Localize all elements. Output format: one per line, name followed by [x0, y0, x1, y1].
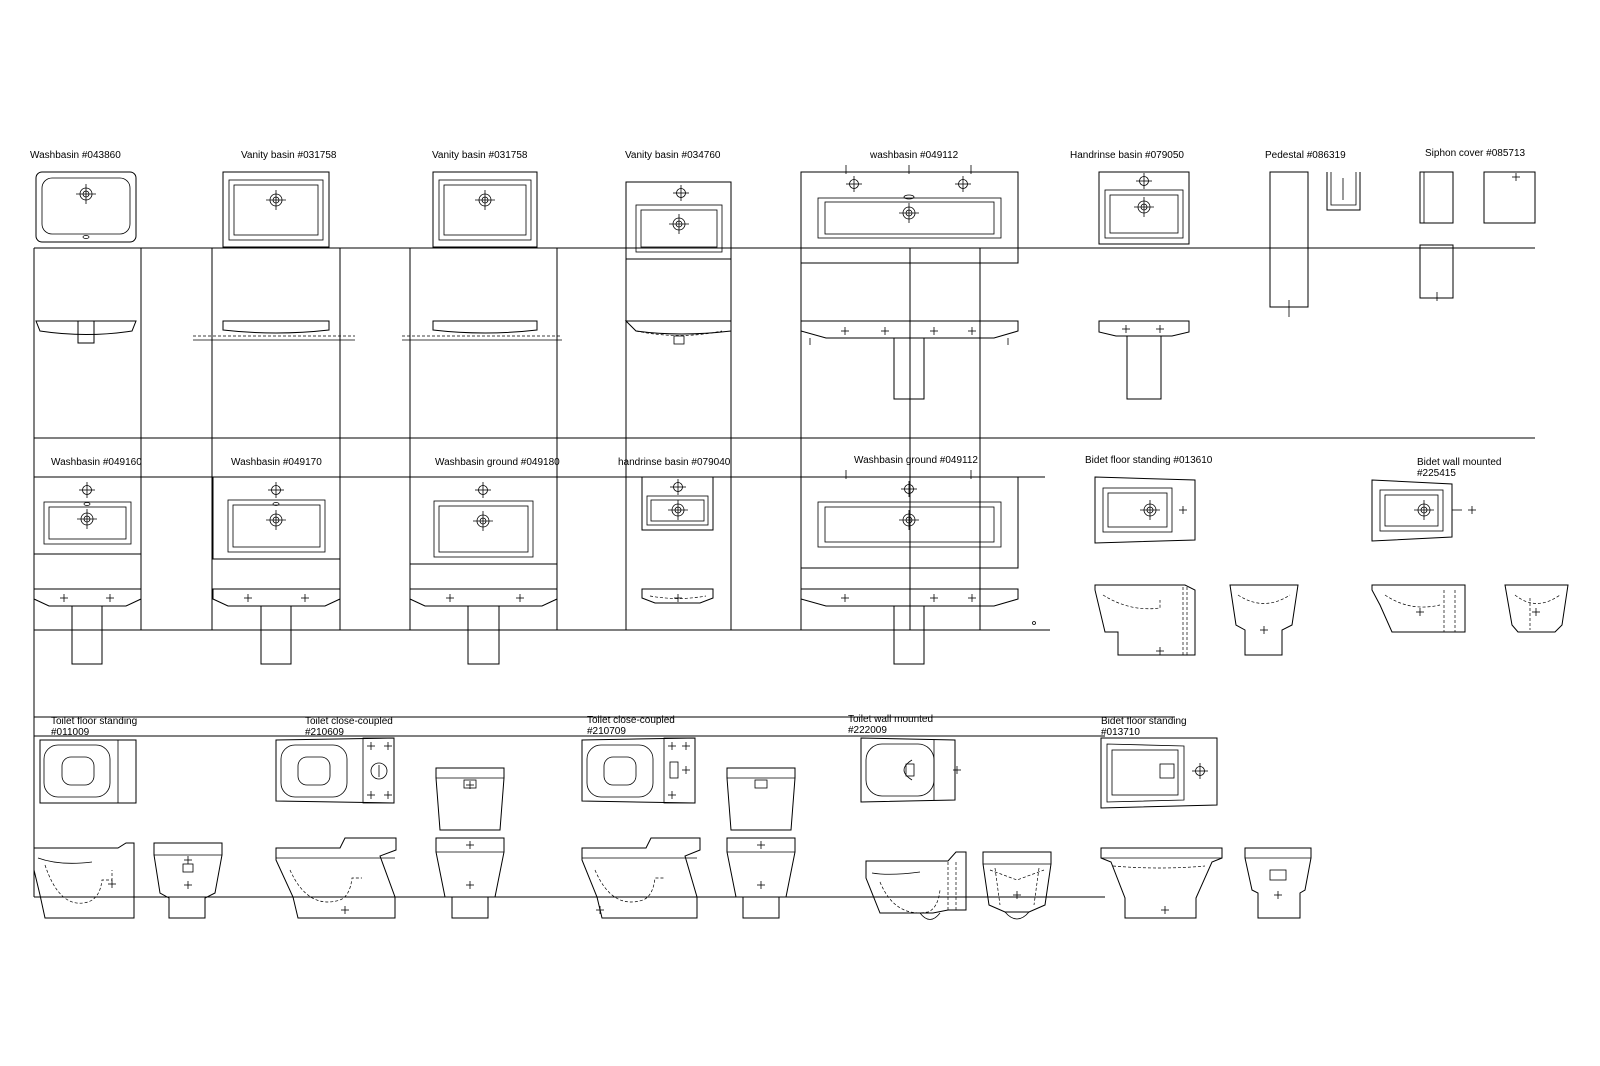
label-toilet-floor-standing-number: #011009	[51, 727, 90, 738]
siphon-cover-085713-views	[1419, 171, 1536, 301]
washbasin-043860-elevation	[35, 320, 137, 344]
label-washbasin-ground-049180: Washbasin ground #049180	[435, 457, 560, 468]
washbasin-049112-elevation	[800, 320, 1019, 400]
label-toilet-close-coupled-a-number: #210609	[305, 727, 344, 738]
grid-lines	[33, 247, 1535, 898]
washbasin-049170-elevation	[212, 588, 341, 665]
label-washbasin-049170: Washbasin #049170	[231, 457, 322, 468]
toilet-close-coupled-210709-front	[726, 767, 796, 919]
handrinse-basin-079050-plan	[1098, 171, 1190, 245]
pedestal-086319-views	[1269, 171, 1361, 317]
label-siphon-cover-085713: Siphon cover #085713	[1425, 148, 1526, 159]
washbasin-ground-049180-elevation	[409, 588, 558, 665]
washbasin-049160-elevation	[33, 588, 142, 665]
washbasin-049112-plan	[800, 165, 1019, 264]
toilet-floor-standing-011009-side	[33, 842, 135, 919]
bidet-wall-mounted-225415-plan	[1371, 479, 1477, 542]
label-handrinse-basin-079050: Handrinse basin #079050	[1070, 150, 1184, 161]
toilet-floor-standing-011009-front	[153, 842, 223, 919]
label-bidet-wall-mounted: Bidet wall mounted	[1417, 457, 1502, 468]
label-vanity-basin-031758-b: Vanity basin #031758	[432, 150, 528, 161]
label-vanity-basin-031758-a: Vanity basin #031758	[241, 150, 337, 161]
vanity-basin-034760-elevation	[624, 320, 732, 345]
bidet-wall-mounted-225415-elevations	[1371, 584, 1569, 633]
bidet-floor-standing-013710-plan	[1100, 737, 1218, 809]
washbasin-049170-plan	[212, 476, 341, 560]
label-toilet-floor-standing: Toilet floor standing	[51, 716, 137, 727]
handrinse-basin-079040-elevation	[641, 588, 714, 604]
toilet-wall-mounted-222009-front	[982, 851, 1052, 920]
bidet-floor-standing-013710-elevations	[1100, 847, 1312, 919]
label-toilet-close-coupled-b: Toilet close-coupled	[587, 715, 675, 726]
bidet-floor-standing-013610-plan	[1094, 476, 1196, 544]
handrinse-basin-079050-elevation	[1098, 320, 1190, 400]
bidet-floor-standing-013610-elevations	[1094, 584, 1299, 656]
label-bidet-floor-standing-013610: Bidet floor standing #013610	[1085, 455, 1213, 466]
label-pedestal-086319: Pedestal #086319	[1265, 150, 1346, 161]
label-toilet-close-coupled-a: Toilet close-coupled	[305, 716, 393, 727]
label-vanity-basin-034760: Vanity basin #034760	[625, 150, 721, 161]
label-toilet-wall-mounted: Toilet wall mounted	[848, 714, 933, 725]
washbasin-ground-049112-elevation	[800, 588, 1036, 665]
toilet-close-coupled-210709-side	[581, 837, 701, 919]
label-washbasin-049112: washbasin #049112	[869, 150, 959, 161]
toilet-close-coupled-210609-plan	[275, 737, 395, 804]
handrinse-basin-079040-plan	[641, 476, 714, 531]
washbasin-049160-plan	[33, 476, 142, 555]
label-bidet-floor-standing-013710: Bidet floor standing	[1101, 716, 1187, 727]
label-bidet-wall-mounted-number: #225415	[1417, 468, 1456, 479]
vanity-basin-031758-b-elevation	[402, 320, 562, 341]
label-washbasin-043860: Washbasin #043860	[30, 150, 121, 161]
label-handrinse-basin-079040: handrinse basin #079040	[618, 457, 731, 468]
label-toilet-wall-mounted-number: #222009	[848, 725, 887, 736]
washbasin-ground-049180-plan	[409, 476, 558, 565]
vanity-basin-031758-a-elevation	[193, 320, 355, 341]
label-toilet-close-coupled-b-number: #210709	[587, 726, 626, 737]
label-bidet-floor-standing-013710-number: #013710	[1101, 727, 1140, 738]
toilet-wall-mounted-222009-plan	[860, 737, 962, 803]
toilet-close-coupled-210709-plan	[581, 737, 696, 804]
label-washbasin-049160: Washbasin #049160	[51, 457, 142, 468]
washbasin-043860-plan	[35, 171, 137, 243]
toilet-close-coupled-210609-front	[435, 767, 505, 919]
toilet-wall-mounted-222009-side	[865, 851, 967, 920]
washbasin-ground-049112-plan	[800, 470, 1019, 569]
toilet-close-coupled-210609-side	[275, 837, 397, 919]
toilet-floor-standing-011009-plan	[39, 739, 137, 804]
vanity-basin-034760-plan	[625, 181, 732, 260]
label-washbasin-ground-049112: Washbasin ground #049112	[854, 455, 978, 466]
vanity-basin-031758-b-plan	[432, 171, 538, 248]
vanity-basin-031758-a-plan	[222, 171, 330, 248]
